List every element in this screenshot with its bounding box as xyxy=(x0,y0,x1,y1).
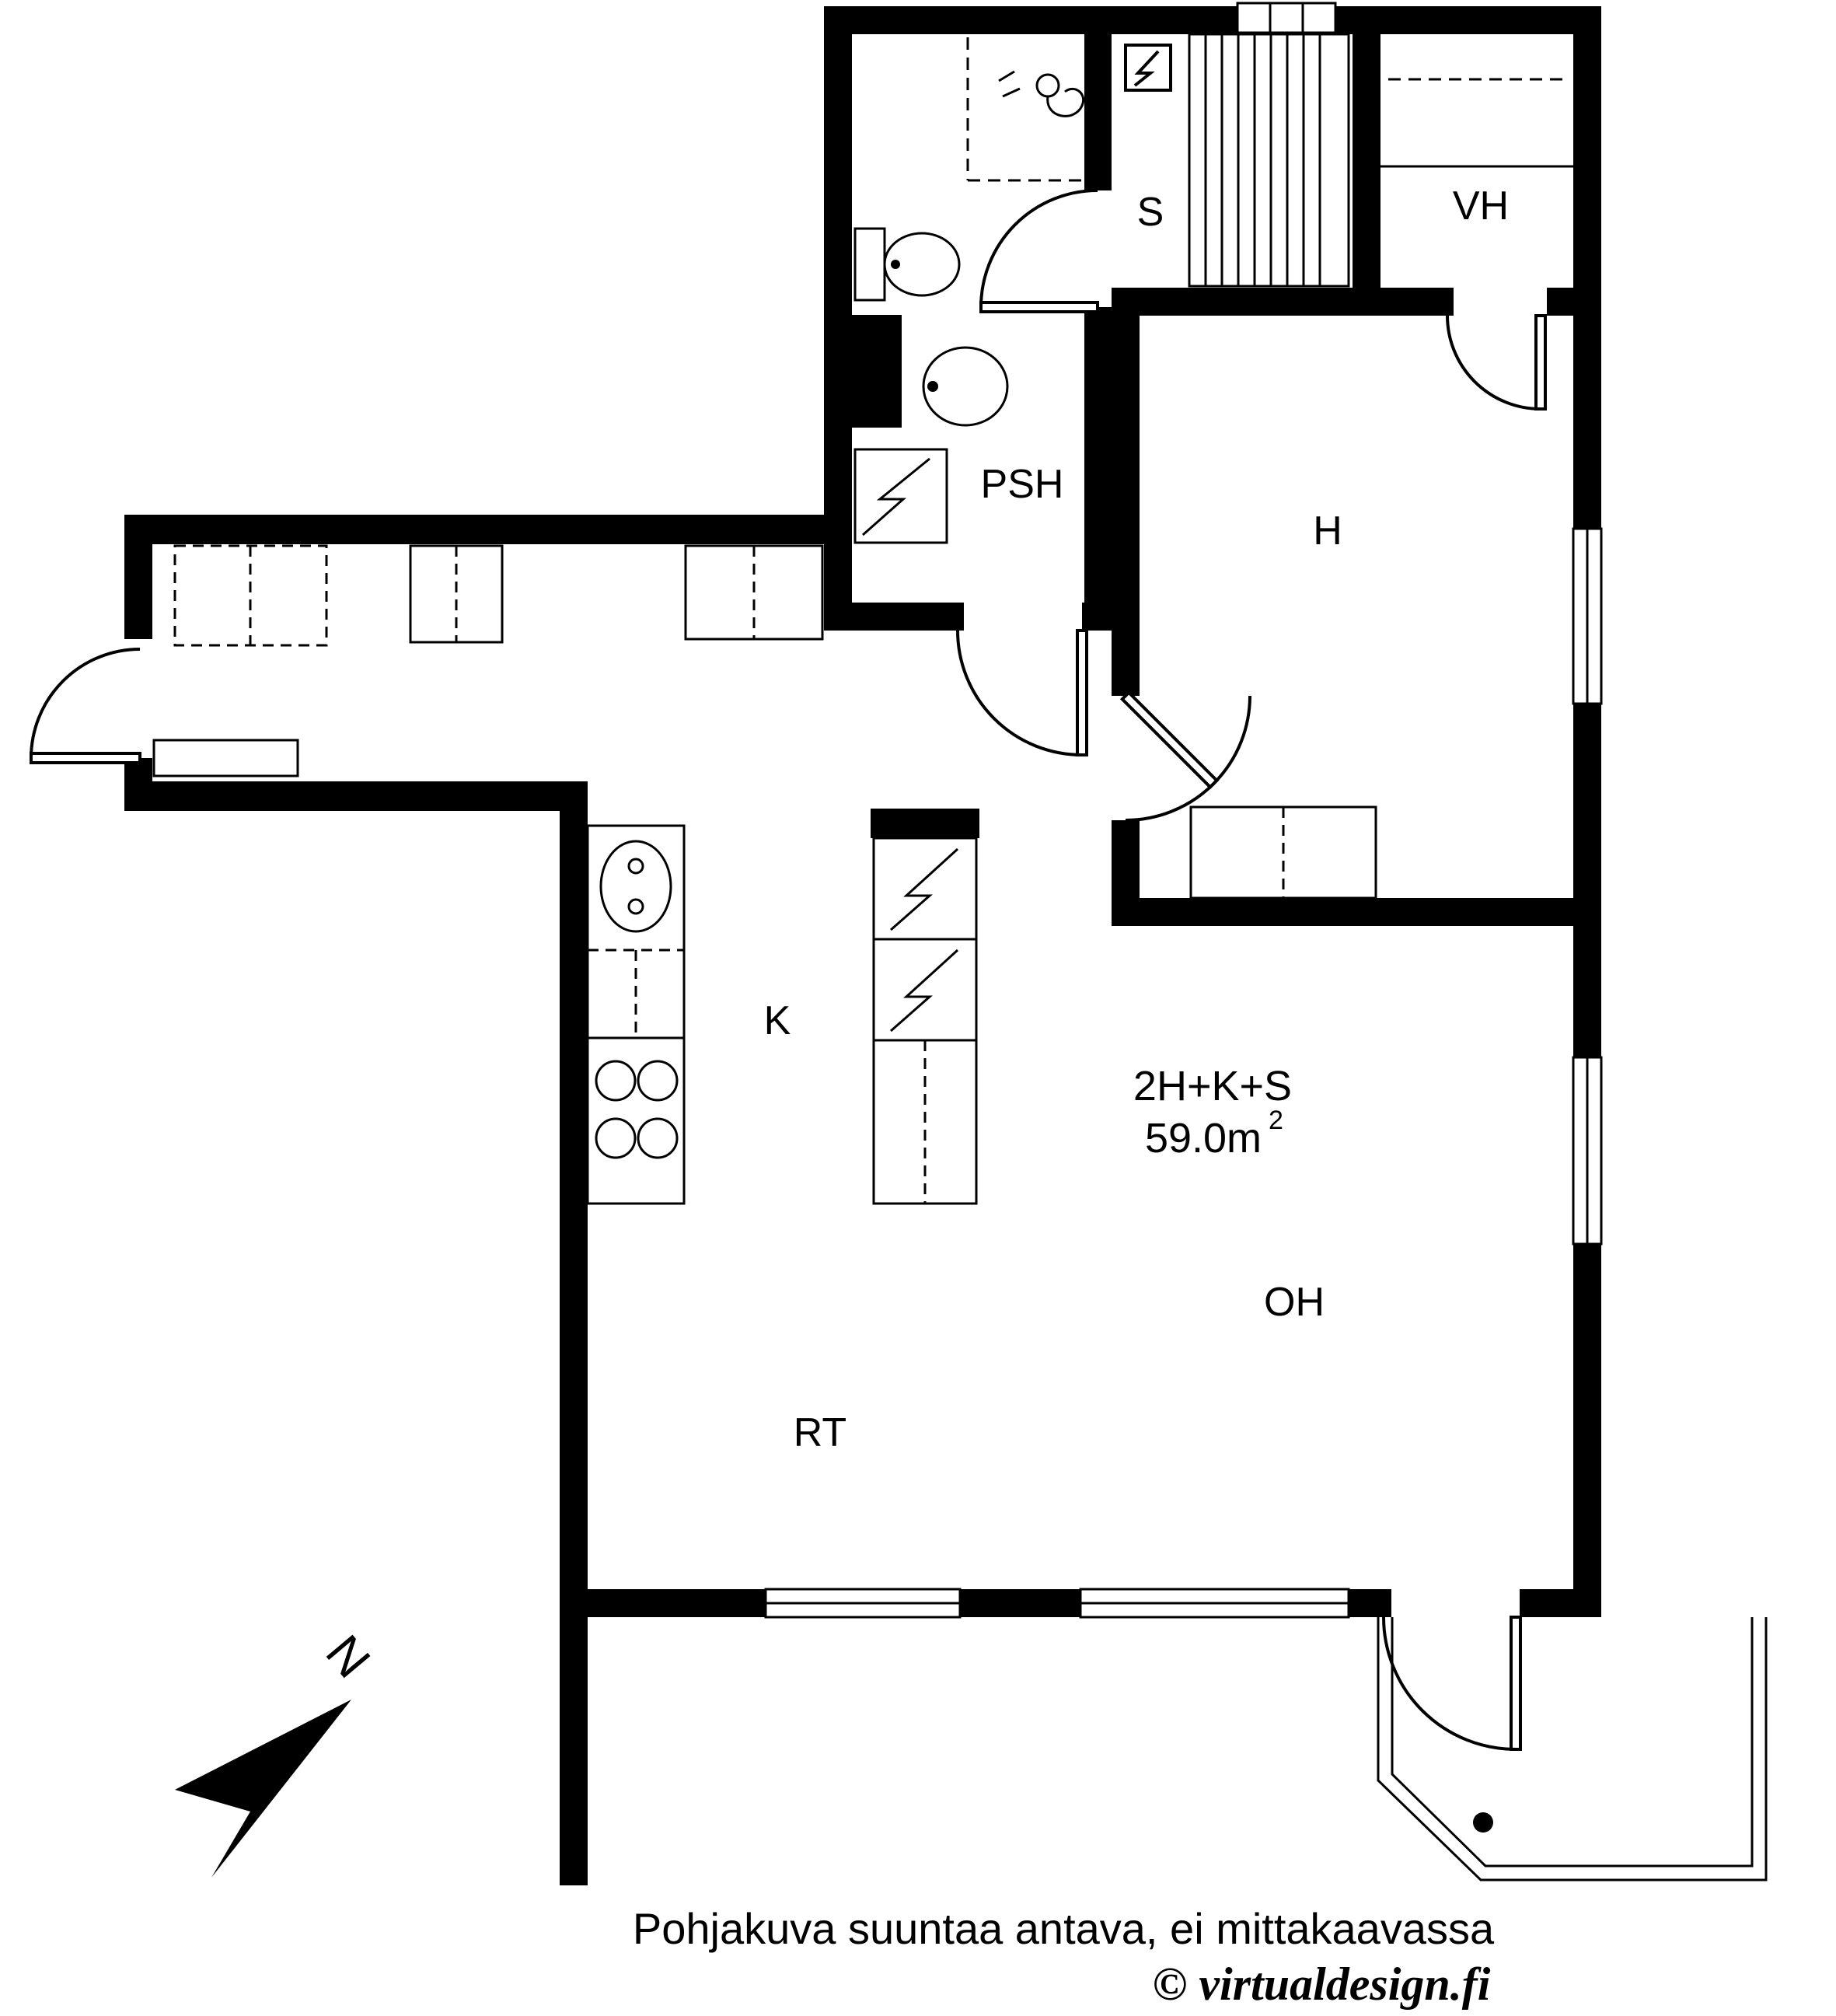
wall-segment xyxy=(1520,1589,1601,1617)
balcony xyxy=(1377,1617,1768,1881)
room-label-dining: RT xyxy=(794,1410,846,1455)
wall-segment xyxy=(1112,316,1140,696)
sauna-heater-icon xyxy=(1124,44,1172,92)
bathroom-door xyxy=(956,629,1088,756)
bedroom-door xyxy=(1119,690,1251,822)
kitchen-cabinet xyxy=(872,1039,978,1205)
shower-area xyxy=(966,37,1110,182)
door-leaf xyxy=(1119,690,1220,790)
door-swing-arc xyxy=(1125,695,1251,822)
wall-segment xyxy=(1112,288,1454,316)
balcony-railing-inner xyxy=(1391,1617,1754,1868)
room-label-closet: VH xyxy=(1453,183,1509,229)
sauna-benches xyxy=(1188,33,1350,288)
wall-segment xyxy=(560,1617,588,1885)
wall-segment xyxy=(124,515,152,639)
wall-segment xyxy=(1349,1589,1391,1617)
hall-cabinet xyxy=(409,544,504,644)
freezer-icon xyxy=(872,938,978,1042)
wardrobe-dashed xyxy=(173,544,328,647)
door-threshold xyxy=(152,739,299,777)
room-label-bedroom: H xyxy=(1313,508,1342,554)
door-leaf xyxy=(1534,314,1547,411)
apartment-area: 59.0m xyxy=(1145,1115,1262,1162)
wall-segment xyxy=(1112,898,1601,926)
wall-segment xyxy=(1573,6,1601,529)
door-leaf xyxy=(979,301,1099,313)
room-label-sauna: S xyxy=(1137,190,1164,235)
door-swing-arc xyxy=(956,630,1083,756)
bedroom-cabinet xyxy=(1189,805,1377,900)
wall-segment xyxy=(824,6,1601,34)
toilet-icon xyxy=(853,227,961,302)
wall-segment xyxy=(871,809,979,838)
door-swing-arc xyxy=(1446,315,1541,411)
door-swing-arc xyxy=(30,648,141,759)
vent-top xyxy=(1236,2,1337,34)
apartment-info: 2H+K+S 59.0m 2 xyxy=(1133,1063,1292,1162)
door-leaf xyxy=(1076,629,1088,756)
wall-segment xyxy=(1573,1244,1601,1617)
wall-segment xyxy=(824,603,964,631)
shower-icon xyxy=(998,70,1085,117)
bathroom-fixtures xyxy=(853,37,1110,544)
room-labels: S VH PSH H K OH RT xyxy=(764,183,1509,1455)
doors xyxy=(30,189,1547,1751)
apartment-area-sup: 2 xyxy=(1269,1106,1283,1135)
fridge-icon xyxy=(872,837,978,941)
window-living xyxy=(1572,1056,1603,1246)
wall-segment xyxy=(1353,34,1380,288)
wall-segment xyxy=(1547,288,1601,316)
kitchen-sink-icon xyxy=(599,840,672,933)
balcony-railing-outer xyxy=(1377,1617,1768,1881)
apartment-type: 2H+K+S xyxy=(1133,1063,1292,1109)
walls xyxy=(124,6,1601,1885)
door-leaf xyxy=(1510,1616,1522,1751)
wall-segment xyxy=(1573,704,1601,1057)
entrance-door xyxy=(30,648,299,777)
wall-segment xyxy=(124,515,824,544)
balcony-drain xyxy=(1473,1812,1493,1833)
wall-segment xyxy=(560,1589,766,1617)
wall-segment xyxy=(1084,307,1112,631)
hall-cabinets xyxy=(173,544,824,647)
wall-segment xyxy=(560,781,588,1617)
balcony-door xyxy=(1382,1616,1522,1751)
sauna-fixtures xyxy=(1124,33,1350,288)
hall-cabinet-2 xyxy=(684,544,824,641)
kitchen-fixtures xyxy=(586,824,978,1205)
stove-icon xyxy=(595,1060,679,1159)
wall-segment xyxy=(1084,34,1112,190)
room-label-washroom: PSH xyxy=(981,462,1064,507)
sink-icon xyxy=(922,346,1009,427)
washing-machine-icon xyxy=(853,448,948,544)
window-bottom-right xyxy=(1079,1588,1350,1619)
north-arrow-icon: N xyxy=(175,1625,381,1878)
wall-segment xyxy=(960,1589,1080,1617)
wall-segment xyxy=(824,315,902,428)
room-label-living: OH xyxy=(1264,1280,1325,1325)
door-swing-arc xyxy=(1382,1616,1517,1751)
closet-shelves xyxy=(1380,78,1573,168)
sauna-door xyxy=(979,189,1099,313)
north-label: N xyxy=(316,1625,382,1689)
disclaimer-text: Pohjakuva suuntaa antava, ei mittakaavas… xyxy=(633,1904,1495,1953)
footer: Pohjakuva suuntaa antava, ei mittakaavas… xyxy=(633,1904,1495,2010)
room-label-kitchen: K xyxy=(764,998,791,1043)
door-swing-arc xyxy=(979,189,1098,308)
kitchen-counter xyxy=(586,824,686,1205)
window-bedroom xyxy=(1572,527,1603,705)
window-bottom-left xyxy=(764,1588,962,1619)
door-leaf xyxy=(30,752,141,764)
windows xyxy=(764,2,1603,1619)
wall-segment xyxy=(124,781,588,811)
copyright-text: © virtualdesign.fi xyxy=(1153,1958,1491,2010)
closet-door xyxy=(1446,314,1547,411)
